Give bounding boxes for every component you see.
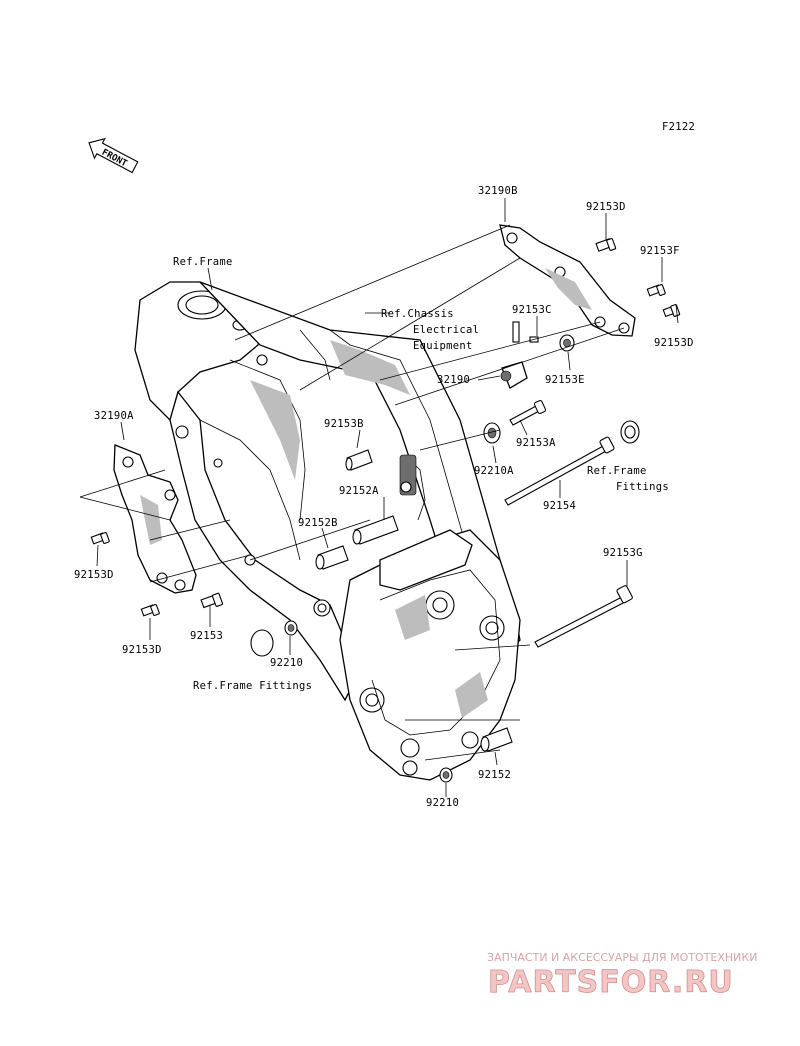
bolt-92153 (200, 592, 224, 609)
collar-92153e (559, 334, 575, 352)
label-92153g: 92153G (603, 547, 643, 559)
watermark-tagline: ЗАПЧАСТИ И АКСЕССУАРЫ ДЛЯ МОТОТЕХНИКИ (487, 951, 757, 964)
label-92210: 92210 (270, 657, 303, 669)
front-arrow-icon: FRONT (88, 137, 139, 174)
label-92152: 92152 (478, 769, 511, 781)
frame-fitting-cap-right (620, 420, 640, 444)
label-ref-frame-fittings-bottom: Ref.Frame Fittings (193, 680, 312, 692)
label-ref-chassis: Ref.Chassis (381, 308, 454, 320)
label-ref-chassis-equipment: Equipment (413, 340, 473, 352)
watermark: ЗАПЧАСТИ И АКСЕССУАРЫ ДЛЯ МОТОТЕХНИКИ PA… (487, 951, 757, 1000)
nut-92210 (284, 620, 298, 636)
label-92210a: 92210A (474, 465, 514, 477)
label-92153e: 92153E (545, 374, 585, 386)
nut-92210-bottom (439, 767, 453, 783)
bracket-32190b (499, 224, 636, 337)
nut-92210a (483, 422, 501, 444)
label-ref-frame: Ref.Frame (173, 256, 233, 268)
label-92153a: 92153A (516, 437, 556, 449)
label-92152b: 92152B (298, 517, 338, 529)
collar-92152 (480, 727, 513, 752)
label-92153f: 92153F (640, 245, 680, 257)
label-92153d-left: 92153D (74, 569, 114, 581)
bolt-92153d-left (90, 532, 110, 545)
bolt-92153g (534, 585, 633, 648)
label-ref-chassis-electrical: Electrical (413, 324, 479, 336)
bolt-92153a (509, 399, 547, 426)
collar-92152b (315, 545, 349, 570)
bracket-32190a (113, 444, 197, 594)
label-32190a: 32190A (94, 410, 134, 422)
bolt-92154 (504, 436, 615, 506)
label-ref-frame-fittings-right-1: Ref.Frame (587, 465, 647, 477)
motorcycle-frame (134, 281, 521, 781)
label-92153c: 92153C (512, 304, 552, 316)
collar-92153b (345, 449, 373, 471)
label-ref-frame-fittings-right-2: Fittings (616, 481, 669, 493)
label-92154: 92154 (543, 500, 576, 512)
label-92153d-right: 92153D (654, 337, 694, 349)
diagram-code: F2122 (662, 121, 695, 133)
watermark-brand: PARTSFOR.RU (488, 965, 734, 1000)
label-32190b: 32190B (478, 185, 518, 197)
bolt-92153d-top (595, 238, 617, 252)
label-92153d-lower: 92153D (122, 644, 162, 656)
label-92210-bottom: 92210 (426, 797, 459, 809)
bolt-92153f (646, 284, 666, 297)
label-92153: 92153 (190, 630, 223, 642)
leader-lines (79, 198, 679, 797)
label-92153b: 92153B (324, 418, 364, 430)
label-92153d-top: 92153D (586, 201, 626, 213)
label-92152a: 92152A (339, 485, 379, 497)
callout-labels: 32190B 92153D 92153F Ref.Frame 92153C Re… (74, 185, 694, 809)
bolt-92153d-lower (140, 604, 160, 617)
frame-fitting-cap-left (250, 629, 274, 657)
bracket-32190 (500, 361, 528, 389)
collar-92152a (352, 515, 399, 545)
label-32190: 32190 (437, 374, 470, 386)
